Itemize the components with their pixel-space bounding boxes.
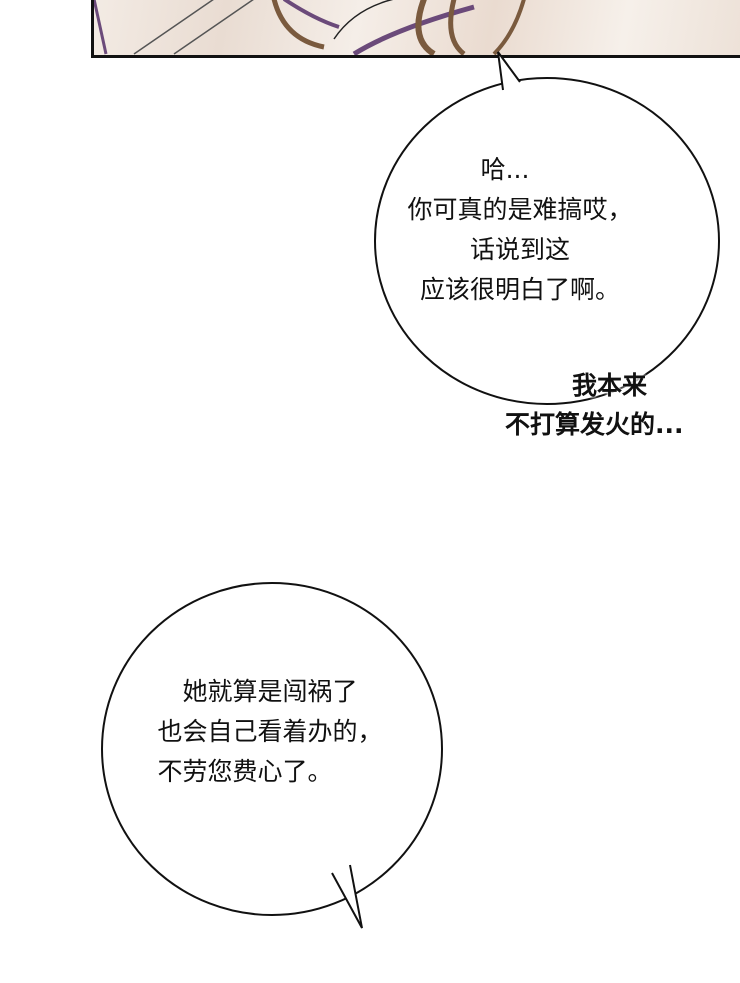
dialogue-line: 应该很明白了啊。 xyxy=(419,275,620,304)
aside-line: 我本来 xyxy=(572,371,648,400)
bubble1-text: 哈... 你可真的是难搞哎， 话说到这 应该很明白了啊。 xyxy=(370,150,670,310)
dialogue-line: 你可真的是难搞哎， xyxy=(407,195,633,224)
speech-bubble-1 xyxy=(374,51,720,405)
speech-bubble-2 xyxy=(101,582,443,929)
dialogue-line: 她就算是闯祸了 xyxy=(182,677,358,706)
panel-artwork xyxy=(94,0,526,55)
dialogue-line: 也会自己看着办的， xyxy=(157,717,383,746)
dialogue-line: 话说到这 xyxy=(469,235,570,264)
dialogue-line: 哈... xyxy=(480,155,530,184)
dialogue-line: 不劳您费心了。 xyxy=(157,757,333,786)
bubble2-text: 她就算是闯祸了 也会自己看着办的， 不劳您费心了。 xyxy=(110,672,430,792)
aside-line: 不打算发火的... xyxy=(505,410,684,439)
comic-panel-top xyxy=(91,0,740,58)
